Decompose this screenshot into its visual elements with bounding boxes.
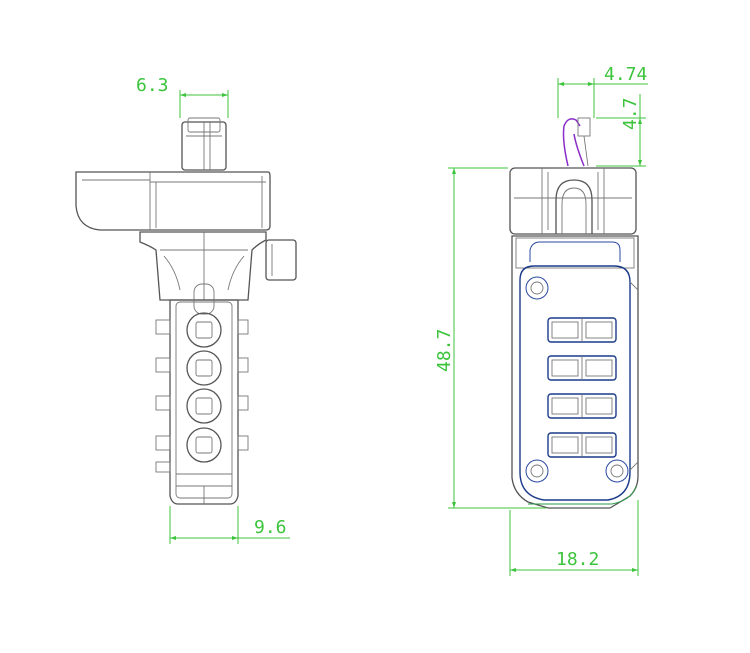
side-neck (139, 231, 267, 301)
dimension-label-9-6: 9.6 (254, 517, 287, 538)
dial-window (547, 393, 617, 419)
side-head (75, 171, 271, 231)
dimension-label-4-7: 4.7 (620, 97, 641, 130)
front-shackle (562, 117, 591, 167)
dimension-front-shackle-width: 4.74 (557, 64, 648, 118)
dimension-label-48-7: 48.7 (434, 329, 455, 372)
dial-window (547, 355, 617, 381)
front-dial-windows (547, 317, 617, 458)
front-view: 4.74 4.7 48.7 18.2 (434, 64, 648, 576)
side-body (169, 283, 239, 505)
side-view: 6.3 9.6 (75, 75, 297, 544)
dimension-front-width: 18.2 (509, 500, 639, 576)
dimension-label-6-3: 6.3 (136, 75, 169, 96)
dimension-front-shackle-height: 4.7 (596, 94, 646, 167)
front-top-block (509, 167, 637, 235)
dial-window (547, 432, 617, 458)
dimension-front-height: 48.7 (434, 167, 546, 509)
dial-window (547, 317, 617, 343)
dimension-side-top-width: 6.3 (136, 75, 229, 118)
side-top-post (181, 117, 227, 171)
front-screws (525, 276, 629, 483)
dimension-label-18-2: 18.2 (556, 549, 599, 570)
side-button (265, 239, 297, 281)
dimension-label-4-74: 4.74 (604, 64, 647, 85)
dimension-side-bottom-width: 9.6 (169, 506, 290, 544)
side-dials (186, 312, 222, 463)
side-tabs (155, 319, 249, 473)
front-body (511, 235, 639, 509)
